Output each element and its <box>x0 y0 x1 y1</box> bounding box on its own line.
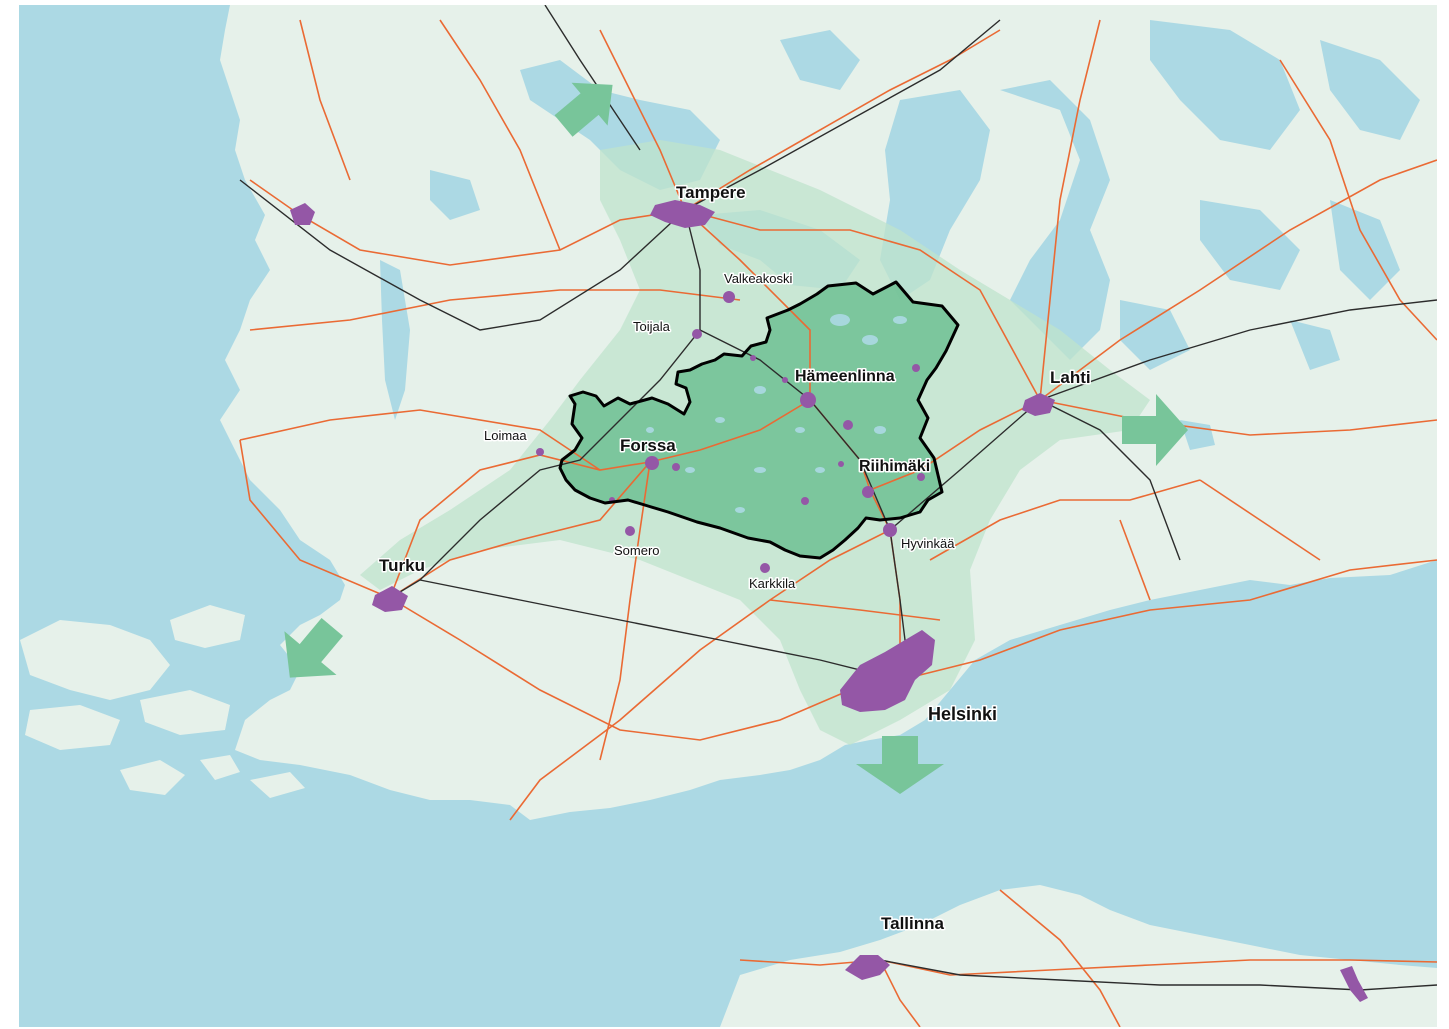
city-label-helsinki: Helsinki <box>928 704 997 724</box>
region-hame <box>560 282 958 558</box>
urban-forssa <box>645 456 659 470</box>
estonia-land <box>720 885 1437 1027</box>
urban-toijala <box>692 329 702 339</box>
map-canvas[interactable]: Tampere Hämeenlinna Lahti Forssa Riihimä… <box>19 5 1437 1027</box>
region-border <box>558 280 960 560</box>
archipelago <box>20 605 305 798</box>
urban-areas <box>290 200 1368 1002</box>
urban-hyvinkaa <box>883 523 897 537</box>
urban-helsinki <box>840 630 935 712</box>
urban-pori <box>290 203 315 225</box>
city-label-turku: Turku <box>379 556 425 575</box>
railway-network <box>239 5 1437 991</box>
urban-east-estonia <box>1340 966 1368 1002</box>
city-label-toijala: Toijala <box>633 319 671 334</box>
city-label-hyvinkaa: Hyvinkää <box>901 536 955 551</box>
city-label-forssa: Forssa <box>620 436 676 455</box>
urban-karkkila <box>760 563 770 573</box>
city-label-tampere: Tampere <box>676 183 746 202</box>
region-lakes <box>646 314 907 513</box>
urban-riihimaki <box>862 486 874 498</box>
urban-tallinna <box>845 955 890 980</box>
map-frame[interactable]: Tampere Hämeenlinna Lahti Forssa Riihimä… <box>19 5 1437 1027</box>
city-label-loimaa: Loimaa <box>484 428 527 443</box>
urban-loimaa <box>536 448 544 456</box>
city-label-riihimaki: Riihimäki <box>859 458 930 475</box>
urban-tampere <box>650 200 715 228</box>
city-label-lahti: Lahti <box>1050 368 1091 387</box>
arrow-south <box>856 736 944 794</box>
arrow-southwest <box>284 618 344 678</box>
city-label-karkkila: Karkkila <box>749 576 796 591</box>
arrow-icon <box>1122 394 1188 466</box>
arrow-icon <box>554 82 613 137</box>
city-label-tallinna: Tallinna <box>881 914 945 933</box>
urban-turku <box>372 586 408 612</box>
arrow-north <box>554 82 613 137</box>
city-label-hameenlinna: Hämeenlinna <box>795 368 895 385</box>
urban-somero <box>625 526 635 536</box>
city-label-somero: Somero <box>614 543 660 558</box>
urban-valkeakoski <box>723 291 735 303</box>
arrow-icon <box>856 736 944 794</box>
city-label-valkeakoski: Valkeakoski <box>724 271 793 286</box>
arrow-east <box>1122 394 1188 466</box>
urban-hameenlinna <box>800 392 816 408</box>
arrow-icon <box>284 618 344 678</box>
urban-lahti <box>1022 393 1055 416</box>
